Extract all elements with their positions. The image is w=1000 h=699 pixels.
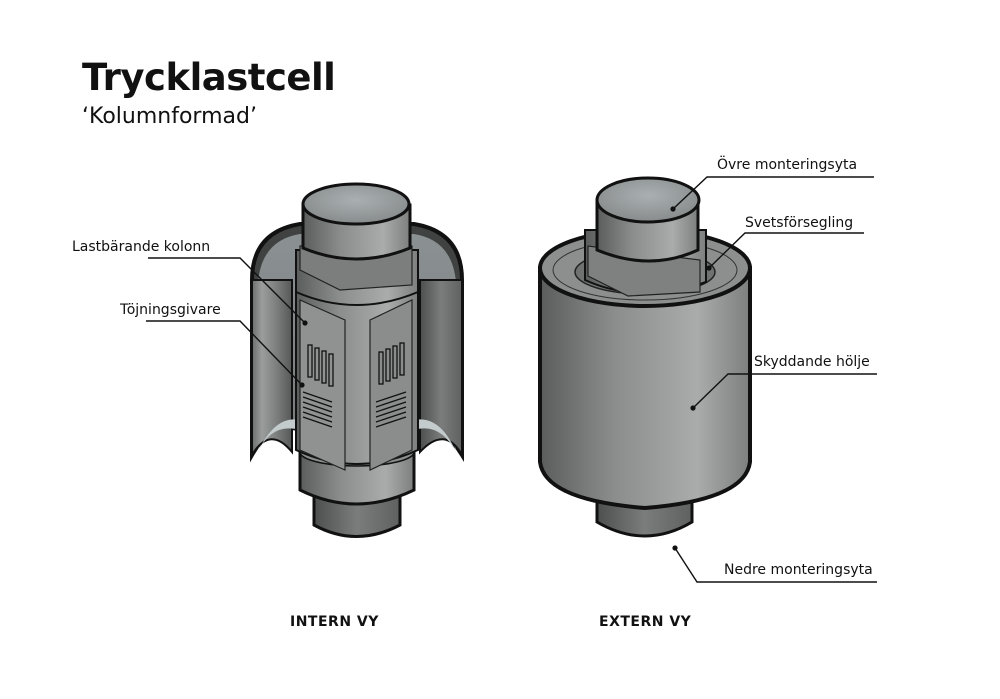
label-load-column: Lastbärande kolonn: [72, 239, 211, 255]
caption-internal-view: INTERN VY: [290, 614, 379, 630]
label-upper-mounting-surface: Övre monteringsyta: [717, 157, 858, 173]
internal-view-illustration: [250, 182, 464, 538]
label-lower-mounting-surface: Nedre monteringsyta: [724, 562, 873, 578]
label-weld-seal: Svetsförsegling: [745, 215, 854, 231]
label-strain-gauge: Töjningsgivare: [120, 302, 221, 318]
external-view-illustration: [538, 176, 752, 538]
diagram-subtitle: ‘Kolumnformad’: [82, 104, 257, 129]
caption-external-view: EXTERN VY: [599, 614, 692, 630]
diagram-title: Trycklastcell: [82, 56, 336, 99]
strain-gauge-right: [375, 342, 407, 428]
strain-gauge-left: [302, 344, 334, 428]
label-protective-housing: Skyddande hölje: [754, 354, 870, 370]
